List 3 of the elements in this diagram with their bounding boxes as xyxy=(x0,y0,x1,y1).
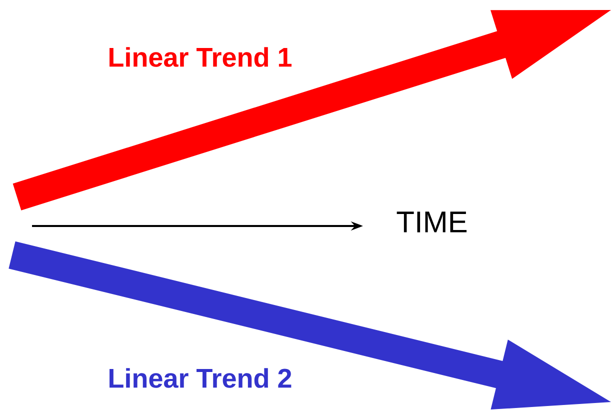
axis-label: TIME xyxy=(396,212,467,232)
trend-label: Linear Trend 2 xyxy=(110,368,292,388)
trend-label: Linear Trend 1 xyxy=(110,47,292,67)
